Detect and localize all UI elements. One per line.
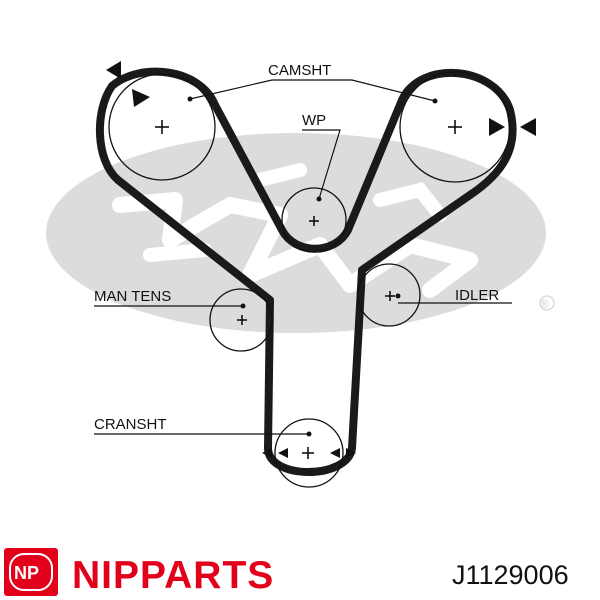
np-logo-text: NP: [14, 563, 39, 583]
water-pump-leader: [302, 129, 341, 200]
pulleys: [108, 71, 511, 488]
registered-mark-circle: [539, 295, 555, 311]
manual-tensioner-pulley: [209, 288, 273, 352]
camshaft-pulley-left: [108, 73, 216, 181]
label-idler: IDLER: [455, 287, 499, 304]
plus-icon: [385, 291, 395, 301]
timing-belt: [95, 67, 517, 476]
plus-icon: [448, 120, 462, 134]
plus-icon: [309, 216, 319, 226]
triangle-arrow-icon: [489, 118, 505, 136]
np-logo-box: [4, 548, 58, 596]
camshaft-leader: [189, 79, 436, 102]
triangle-arrow-icon: [262, 448, 272, 458]
brand-footer: NP NIPPARTS J1129006: [4, 548, 569, 597]
watermark-stroke-2: [143, 163, 447, 262]
pulley-centers: [155, 120, 462, 459]
idler-pulley: [357, 263, 421, 327]
label-crankshaft: CRANSHT: [94, 416, 167, 433]
triangle-arrow-icon: [330, 448, 340, 458]
label-water-pump: WP: [302, 112, 326, 129]
registered-mark: ®: [540, 297, 549, 311]
water-pump-pulley: [281, 187, 347, 253]
np-logo-inner: [9, 553, 53, 591]
rotation-markers: [106, 61, 536, 458]
camshaft-pulley-right: [399, 71, 511, 183]
plus-icon: [302, 447, 314, 459]
belt-outer: [95, 67, 517, 476]
plus-icon: [155, 120, 169, 134]
part-number: J1129006: [452, 560, 569, 590]
leader-lines: [94, 79, 512, 435]
triangle-arrow-icon: [132, 89, 150, 107]
triangle-arrow-icon: [346, 448, 356, 458]
triangle-arrow-icon: [520, 118, 536, 136]
brand-name: NIPPARTS: [72, 554, 274, 597]
triangle-arrow-icon: [278, 448, 288, 458]
crankshaft-pulley: [274, 418, 344, 488]
label-manual-tensioner: MAN TENS: [94, 288, 171, 305]
watermark-logo: ®: [46, 133, 555, 333]
label-camshaft: CAMSHT: [268, 62, 331, 79]
triangle-arrow-icon: [106, 61, 121, 79]
plus-icon: [237, 315, 247, 325]
